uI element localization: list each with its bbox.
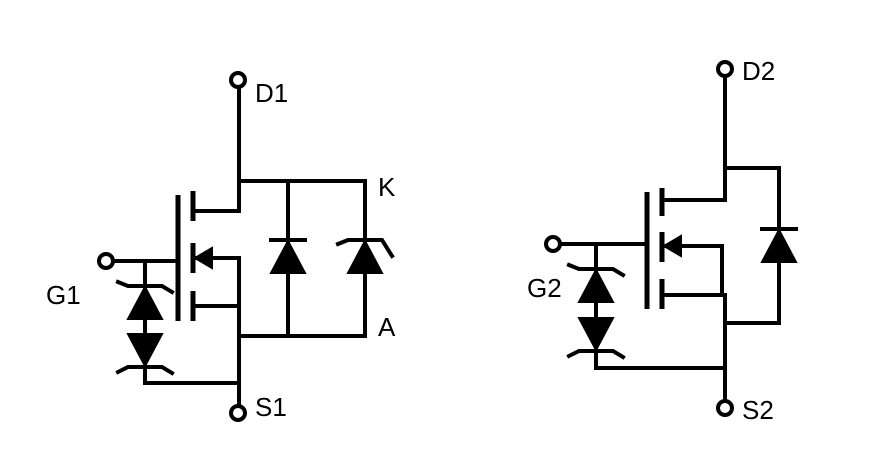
drain-label-1: D1 [255, 78, 288, 108]
gate-zener-upper-1 [126, 284, 164, 320]
source-terminal-2 [716, 399, 734, 417]
gate-label-1: G1 [46, 280, 81, 310]
mosfet-circuit-2: D2 G2 S2 [527, 56, 798, 425]
source-label-1: S1 [255, 392, 287, 422]
gate-zener-upper-bar-1 [115, 279, 175, 295]
zener-diode-ka [346, 238, 384, 274]
body-diode-1 [269, 238, 307, 274]
drain-label-2: D2 [742, 56, 775, 86]
gate-terminal-2 [544, 235, 562, 253]
gate-terminal-1 [97, 252, 115, 270]
gate-zener-lower-bar-2 [566, 349, 626, 360]
source-terminal-1 [229, 404, 247, 422]
zener-bar-ka [335, 238, 395, 259]
source-label-2: S2 [742, 395, 774, 425]
gate-zener-lower-1 [126, 333, 164, 369]
mosfet-circuit-1: D1 G1 S1 K A [46, 71, 396, 422]
gate-zener-upper-2 [577, 267, 615, 303]
drain-terminal-2 [716, 60, 734, 78]
cathode-label: K [378, 172, 396, 202]
gate-zener-upper-bar-2 [566, 262, 626, 278]
body-arrow-2 [662, 234, 682, 258]
anode-label: A [378, 312, 396, 342]
drain-terminal-1 [229, 71, 247, 89]
body-diode-2 [760, 227, 798, 263]
gate-zener-lower-2 [577, 317, 615, 353]
gate-zener-lower-bar-1 [115, 365, 175, 376]
body-arrow-1 [193, 246, 213, 270]
gate-label-2: G2 [527, 273, 562, 303]
